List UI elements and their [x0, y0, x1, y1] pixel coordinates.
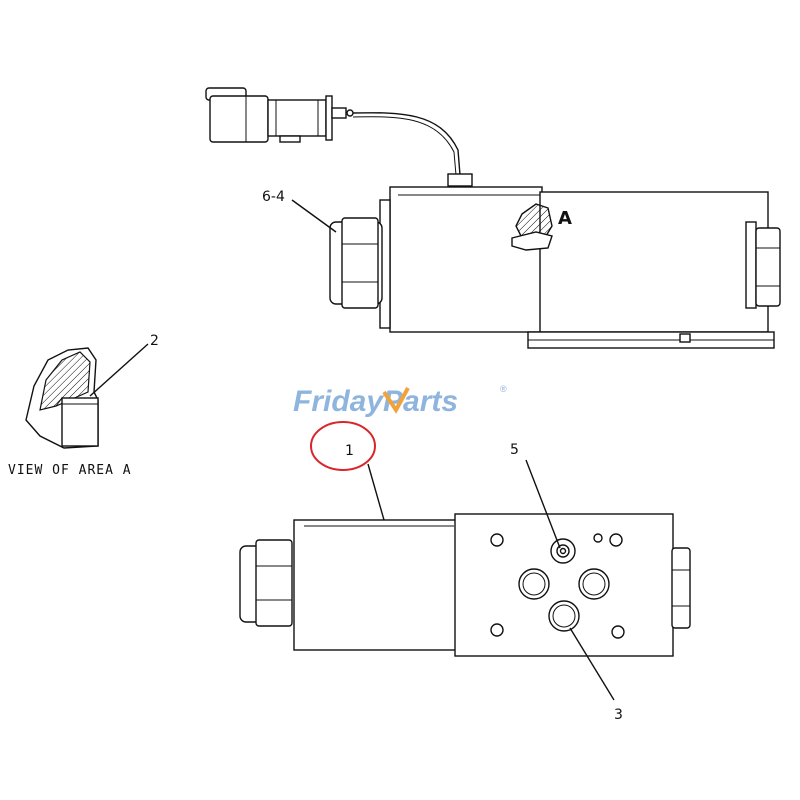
callout-5: 5	[510, 442, 519, 458]
cable	[352, 112, 461, 176]
svg-text:®: ®	[500, 384, 507, 394]
leader-1	[367, 463, 385, 521]
callout-3: 3	[614, 707, 623, 723]
callout-6-4: 6-4	[262, 189, 285, 205]
cable-gland	[447, 173, 473, 187]
top-valve-assembly	[205, 87, 781, 349]
leader-2	[89, 343, 149, 397]
end-nut-left-top	[329, 217, 383, 309]
watermark-text: FridayParts	[293, 385, 458, 418]
callout-1: 1	[345, 443, 354, 459]
highlight-circle	[310, 421, 376, 471]
leader-6-4	[291, 199, 337, 233]
area-a-label: A	[558, 208, 572, 229]
watermark-swoosh	[382, 387, 410, 414]
watermark-logo: FridayParts ®	[293, 384, 507, 418]
cutaway-area-a	[511, 203, 553, 251]
coil-housing	[379, 186, 543, 333]
leader-3	[569, 627, 615, 701]
end-nut-left-bottom	[239, 539, 293, 627]
electrical-connector	[205, 87, 354, 143]
view-caption: VIEW OF AREA A	[8, 463, 132, 478]
valve-block-face	[454, 513, 674, 657]
detail-view-area-a	[25, 347, 99, 449]
leader-5	[525, 459, 561, 549]
coil-body-bottom	[293, 519, 457, 651]
bottom-valve-assembly	[239, 513, 691, 657]
valve-body-top	[527, 191, 781, 349]
end-nut-right-bottom	[671, 547, 691, 629]
callout-2: 2	[150, 333, 159, 349]
